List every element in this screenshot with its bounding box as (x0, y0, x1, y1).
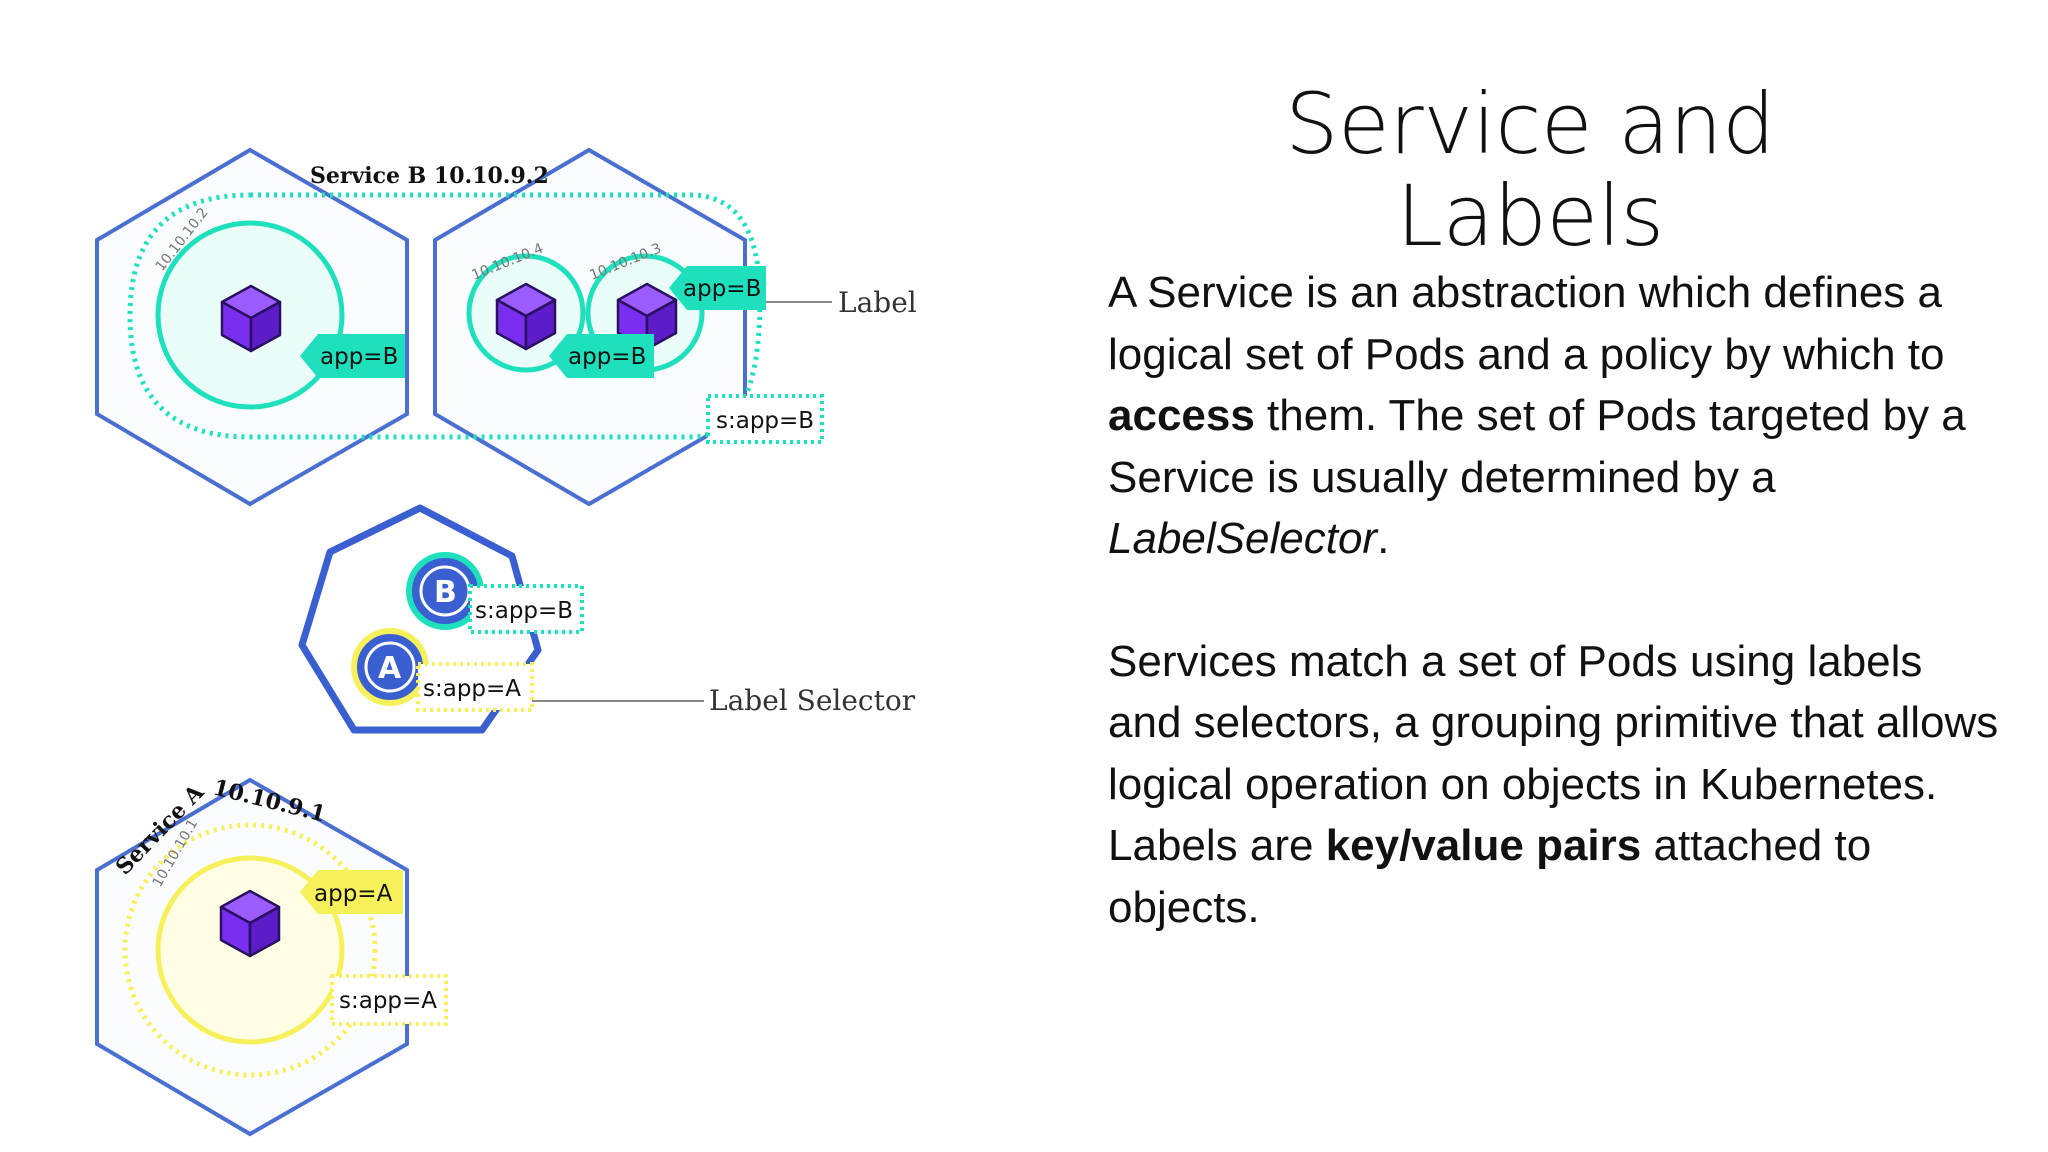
selector-tag-service-b: s:app=B (706, 394, 824, 444)
service-a-badge: A (351, 628, 429, 706)
svg-text:B: B (434, 575, 457, 610)
svg-text:app=A: app=A (314, 881, 393, 907)
paragraph-1-text: A Service is an abstraction which define… (1108, 268, 1945, 379)
label-tag-b1: app=B (300, 334, 405, 378)
svg-text:app=B: app=B (320, 344, 398, 370)
emphasis-labelselector: LabelSelector (1108, 514, 1378, 563)
label-tag-b3: app=B (669, 266, 766, 310)
svg-text:s:app=B: s:app=B (475, 598, 573, 624)
emphasis-access: access (1108, 391, 1255, 440)
paragraph-1-text: them. The set of Pods targeted by a Serv… (1108, 391, 1966, 502)
paragraph-1-text: . (1377, 514, 1390, 563)
svg-text:app=B: app=B (683, 276, 761, 302)
svg-text:s:app=B: s:app=B (716, 408, 814, 434)
service-b-boundary (127, 192, 763, 440)
label-callout-text: Label (838, 286, 917, 319)
emphasis-key-value-pairs: key/value pairs (1325, 821, 1642, 870)
selector-tag-service-a: s:app=A (330, 974, 448, 1026)
service-labels-diagram: 10.10.10.2 10.10.10.4 10.10.10.3 Service… (95, 147, 917, 1137)
selector-tag-a: s:app=A (416, 662, 534, 712)
slide-body: A Service is an abstraction which define… (1108, 262, 2008, 938)
label-tag-a: app=A (300, 870, 403, 914)
service-b-title: Service B 10.10.9.2 (310, 163, 549, 189)
label-selector-callout-text: Label Selector (709, 684, 916, 717)
svg-text:s:app=A: s:app=A (339, 988, 437, 1014)
selector-tag-b: s:app=B (468, 584, 584, 634)
svg-text:A: A (378, 651, 402, 686)
paragraph-2-text: Services match a set of Pods using label… (1108, 636, 1999, 871)
service-a-boundary (122, 822, 378, 1078)
service-b-badge: B (406, 552, 484, 630)
paragraph-1: A Service is an abstraction which define… (1108, 262, 2008, 570)
paragraph-2-text: attached to objects. (1108, 821, 1872, 932)
svg-text:app=B: app=B (568, 344, 646, 370)
slide-title: Service and Labels (1285, 75, 1775, 266)
svg-text:s:app=A: s:app=A (423, 676, 521, 702)
label-tag-b2: app=B (549, 334, 654, 378)
paragraph-2: Services match a set of Pods using label… (1108, 631, 2008, 939)
